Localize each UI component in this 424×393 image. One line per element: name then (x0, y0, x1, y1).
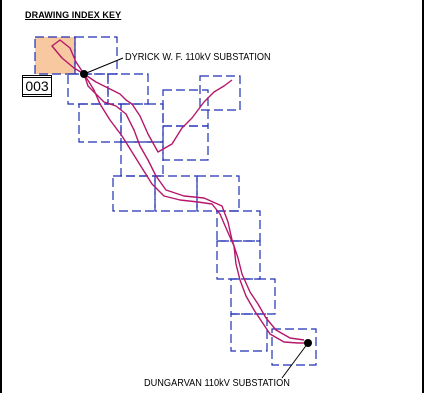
sheet-tile[interactable] (216, 240, 261, 280)
drawing-index-heading: DRAWING INDEX KEY (25, 10, 122, 20)
route-line-inner (83, 73, 305, 341)
annotation-leaders (83, 57, 309, 379)
sheet-tile[interactable] (216, 210, 261, 242)
sheet-number-text: 003 (22, 77, 52, 95)
sheet-tile[interactable] (230, 278, 276, 315)
sheet-tile[interactable] (78, 103, 122, 143)
sheet-tile[interactable] (199, 75, 241, 111)
dungarvan-substation-marker[interactable] (304, 339, 312, 347)
sheet-tile[interactable] (120, 141, 164, 177)
sheet-number-label: 003 (22, 75, 52, 97)
sheet-tile[interactable] (196, 175, 240, 212)
sheet-tile[interactable] (162, 125, 209, 161)
sheet-tile[interactable] (74, 36, 118, 75)
current-sheet-highlight[interactable] (35, 37, 75, 74)
route-line-main (51, 39, 308, 344)
sheet-tile[interactable] (230, 313, 268, 352)
sheet-tile[interactable] (120, 103, 164, 143)
sheet-tile[interactable] (107, 73, 149, 105)
sheet-tile[interactable] (162, 89, 209, 127)
dungarvan-substation-label: DUNGARVAN 110kV SUBSTATION (144, 378, 290, 389)
dyrick-substation-marker[interactable] (80, 70, 88, 78)
sheet-tile[interactable] (112, 175, 156, 212)
sheet-tile[interactable] (34, 36, 76, 75)
sheet-grid (34, 36, 317, 366)
cable-route (51, 39, 308, 344)
route-line-east-branch (83, 73, 233, 153)
dyrick-substation-label: DYRICK W. F. 110kV SUBSTATION (125, 52, 271, 63)
sheet-tile[interactable] (271, 328, 317, 366)
